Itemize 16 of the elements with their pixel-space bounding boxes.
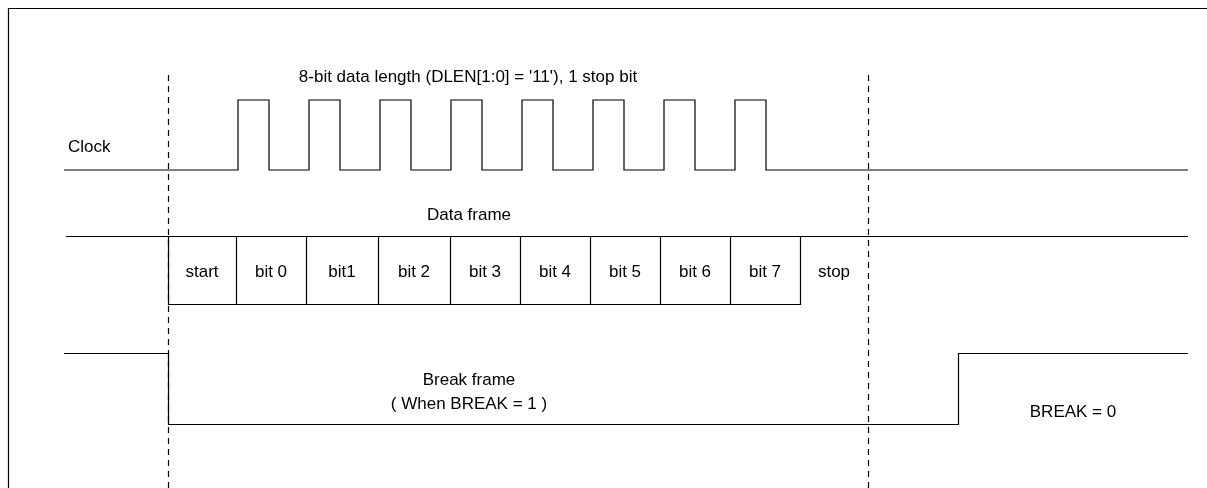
bit-label: start (185, 262, 219, 280)
bit-label: bit1 (328, 262, 356, 280)
frame-label: Break frame (422, 370, 516, 388)
condition-note: ( When BREAK = 1 ) (390, 394, 548, 412)
condition-note: BREAK = 0 (1029, 402, 1117, 420)
bit-label: bit 4 (538, 262, 572, 280)
frame-label: Data frame (426, 205, 512, 223)
bit-label: bit 3 (468, 262, 502, 280)
bit-label: stop (817, 262, 851, 280)
bit-label: bit 7 (748, 262, 782, 280)
bit-label: bit 2 (397, 262, 431, 280)
bit-label: bit 0 (254, 262, 288, 280)
diagram-title: 8-bit data length (DLEN[1:0] = '11'), 1 stop bit (298, 67, 638, 85)
bit-label: bit 6 (678, 262, 712, 280)
signal-name: Clock (68, 137, 111, 155)
bit-label: bit 5 (608, 262, 642, 280)
